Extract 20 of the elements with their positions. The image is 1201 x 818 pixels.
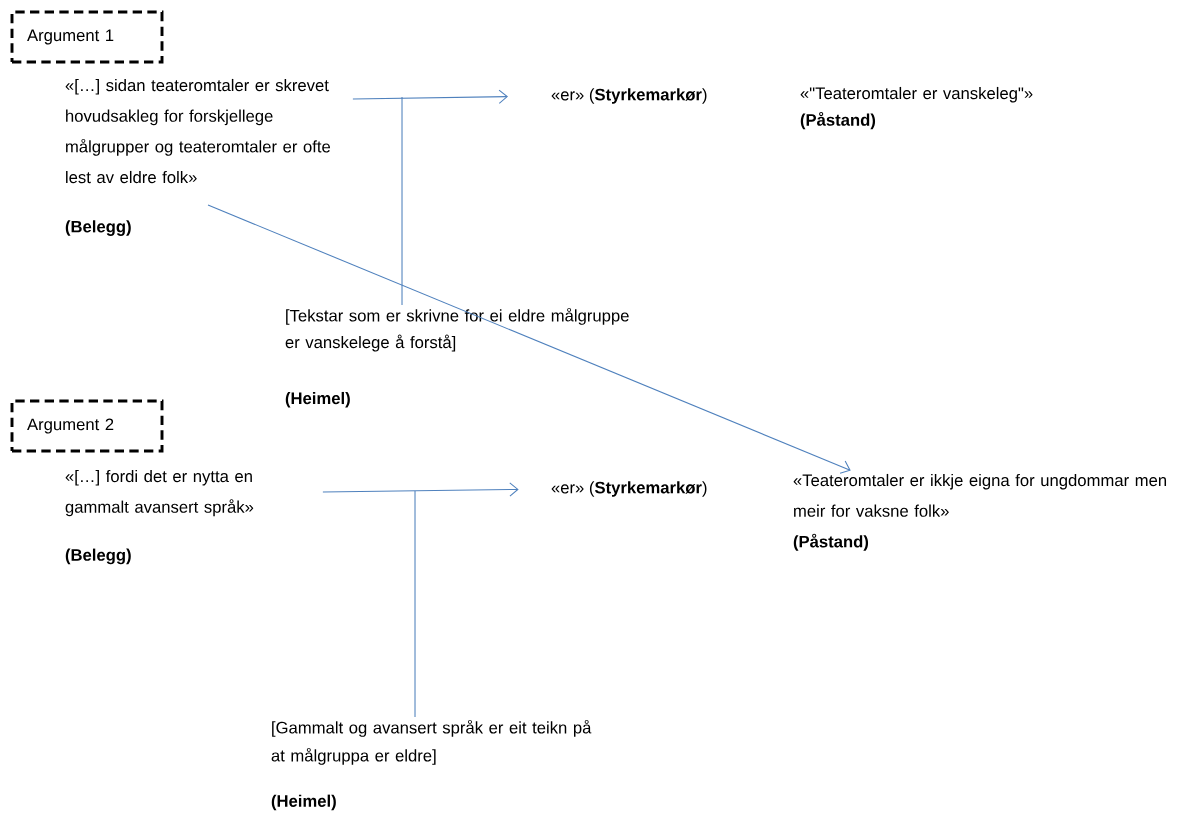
quote-text: «"Teateromtaler er vanskeleg"» <box>800 86 1033 103</box>
connector-word: «er» (Styrkemarkør) <box>551 88 707 104</box>
quote-text: «[…] sidan teateromtaler er skrevet hovudsakleg for forskjellege målgrupper og teateromtaler er ofte lest av eldre folk» <box>65 78 331 184</box>
connector-line <box>414 490 416 718</box>
role-label: (Belegg) <box>65 220 131 236</box>
connector-line <box>401 96 403 306</box>
role-label: (Heimel) <box>271 794 336 811</box>
arrow <box>207 204 851 474</box>
role-label: (Påstand) <box>793 533 869 551</box>
argument-box: Argument 2 <box>10 399 164 453</box>
role-label: (Påstand) <box>800 111 876 130</box>
quote-text: [Gammalt og avansert språk er eit teikn på at målgruppa er eldre] <box>271 719 592 765</box>
connector-word: «er» (Styrkemarkør) <box>551 481 707 497</box>
arrow <box>322 482 519 497</box>
arrow <box>352 89 508 104</box>
quote-text: «Teateromtaler er ikkje eigna for ungdommar men meir for vaksne folk» <box>793 473 1166 517</box>
quote-text: «[…] fordi det er nytta en gammalt avansert språk» <box>65 469 254 517</box>
argument-box: Argument 1 <box>10 10 164 64</box>
role-label: (Belegg) <box>65 548 131 565</box>
role-label: (Heimel) <box>285 391 350 408</box>
